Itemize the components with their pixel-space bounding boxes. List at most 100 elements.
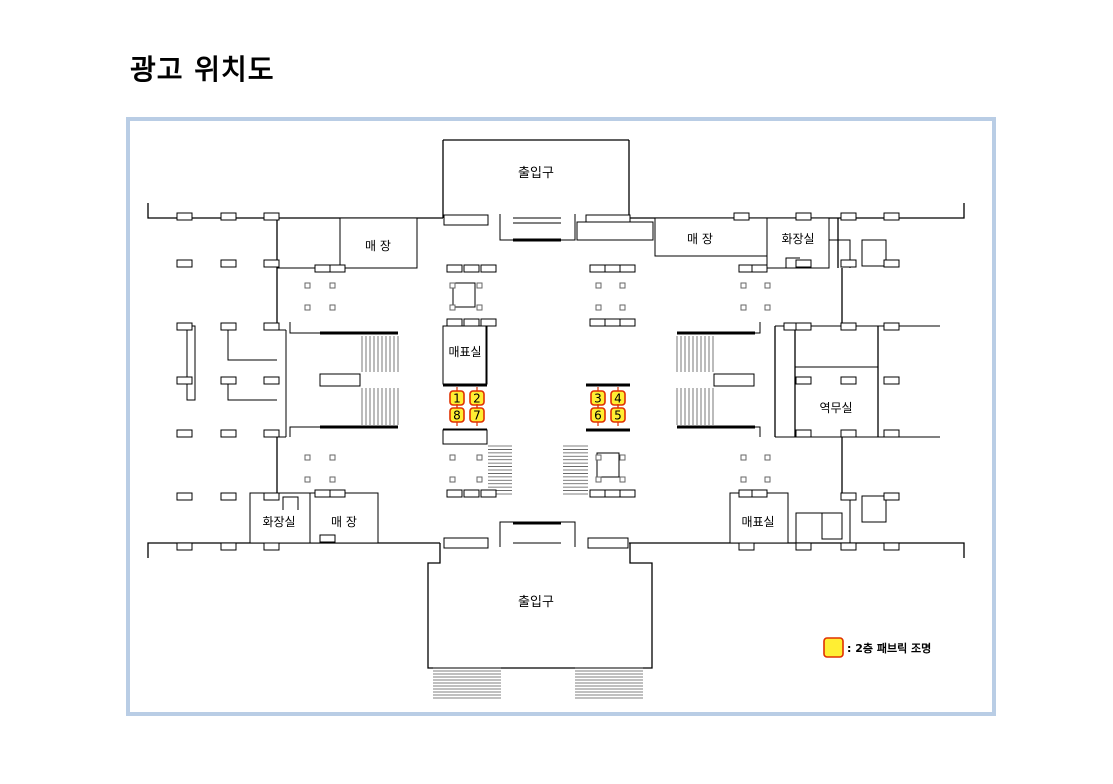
- pillar: [220, 322, 237, 331]
- entrance-top-doors: [443, 214, 631, 242]
- pillar: [463, 264, 480, 273]
- ad-marker-6: 6: [590, 404, 606, 426]
- stairs-bottom-left: [433, 667, 501, 699]
- pillar: [263, 212, 280, 221]
- right-wing: [654, 217, 940, 544]
- pillar: [463, 318, 480, 327]
- pillar: [738, 542, 755, 551]
- ad-marker-label: 8: [453, 409, 461, 423]
- pillar: [883, 376, 900, 385]
- pillar: [220, 259, 237, 268]
- pillar: [840, 376, 857, 385]
- pillar: [840, 259, 857, 268]
- column-dot: [329, 454, 336, 461]
- pillar: [733, 212, 750, 221]
- pillar: [176, 322, 193, 331]
- pillar: [263, 376, 280, 385]
- column-dot: [595, 454, 602, 461]
- pillar: [604, 318, 621, 327]
- column-dot: [476, 454, 483, 461]
- pillar: [314, 264, 331, 273]
- room-label-entrance-bottom: 출입구: [518, 595, 554, 610]
- pillar: [220, 429, 237, 438]
- column-dot: [449, 476, 456, 483]
- column-dot: [595, 282, 602, 289]
- ad-marker-label: 3: [594, 392, 602, 406]
- ad-marker-box: [449, 407, 465, 423]
- column-dot: [476, 476, 483, 483]
- pillar: [795, 212, 812, 221]
- pillar: [795, 322, 812, 331]
- pillar: [883, 542, 900, 551]
- ad-marker-7: 7: [469, 404, 485, 426]
- column-dot: [304, 454, 311, 461]
- pillar: [176, 376, 193, 385]
- column-dot: [449, 282, 456, 289]
- stairs-left-rails: [289, 322, 398, 437]
- column-dot: [449, 304, 456, 311]
- column-dot: [304, 476, 311, 483]
- pillar: [480, 264, 497, 273]
- central-ticket-office: [442, 282, 630, 478]
- pillar: [619, 318, 636, 327]
- entrance-bottom-doors: [443, 521, 629, 549]
- column-dot: [764, 476, 771, 483]
- pillar: [263, 322, 280, 331]
- pillar: [589, 318, 606, 327]
- column-dot: [329, 304, 336, 311]
- pillar: [446, 318, 463, 327]
- pillar: [883, 429, 900, 438]
- column-dot: [740, 282, 747, 289]
- pillar: [263, 542, 280, 551]
- pillar: [619, 489, 636, 498]
- pillar: [589, 264, 606, 273]
- ad-marker-box: [469, 407, 485, 423]
- store-top-center-box: [576, 221, 654, 241]
- legend-text: : 2층 패브릭 조명: [847, 641, 931, 655]
- pillar: [176, 492, 193, 501]
- ad-marker-label: 4: [614, 392, 622, 406]
- page-title: 광고 위치도: [130, 53, 275, 86]
- ad-marker-label: 6: [594, 409, 602, 423]
- room-label-store-bottom-left: 매 장: [331, 515, 357, 529]
- column-dot: [740, 454, 747, 461]
- column-dot: [329, 476, 336, 483]
- stairs-bottom-right: [575, 667, 643, 699]
- ad-marker-label: 2: [473, 392, 481, 406]
- ad-marker-5: 5: [610, 404, 626, 426]
- room-label-restroom-bottom-left: 화장실: [262, 515, 295, 529]
- pillar: [751, 264, 768, 273]
- room-label-entrance-top: 출입구: [518, 166, 554, 181]
- stairs-center: [488, 445, 588, 495]
- pillar: [463, 489, 480, 498]
- legend: : 2층 패브릭 조명: [823, 637, 931, 658]
- ad-marker-label: 5: [614, 409, 622, 423]
- pillar: [220, 376, 237, 385]
- pillar: [604, 264, 621, 273]
- pillar: [263, 492, 280, 501]
- pillar: [263, 429, 280, 438]
- column-dots: [304, 282, 771, 483]
- pillar: [480, 318, 497, 327]
- ad-marker-box: [610, 407, 626, 423]
- column-dot: [329, 282, 336, 289]
- column-dot: [304, 282, 311, 289]
- pillar: [840, 542, 857, 551]
- pillar: [446, 489, 463, 498]
- pillar: [329, 489, 346, 498]
- pillar: [319, 534, 336, 543]
- ad-marker-3: 3: [590, 387, 606, 409]
- pillar: [329, 264, 346, 273]
- pillar: [795, 259, 812, 268]
- ad-marker-label: 7: [473, 409, 481, 423]
- column-dot: [595, 476, 602, 483]
- pillar: [220, 542, 237, 551]
- column-dot: [740, 304, 747, 311]
- room-label-store-top-left: 매 장: [365, 239, 391, 253]
- stairs-right: [676, 336, 714, 425]
- pillar: [176, 542, 193, 551]
- pillars: [176, 212, 900, 551]
- pillar: [480, 489, 497, 498]
- pillar: [840, 429, 857, 438]
